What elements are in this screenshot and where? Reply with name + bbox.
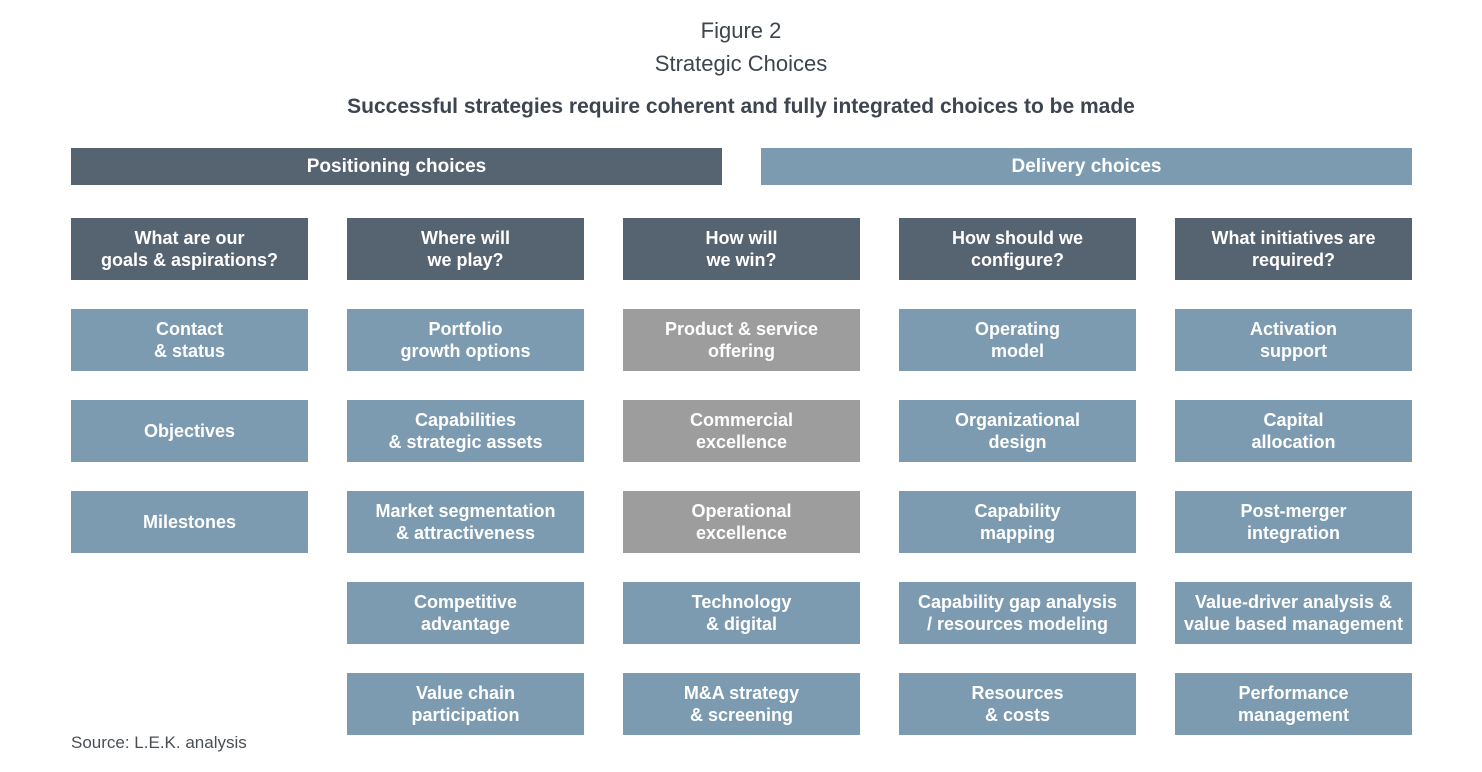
choice-box: Capital allocation	[1175, 400, 1412, 462]
choice-box: Technology & digital	[623, 582, 860, 644]
choice-box: Contact & status	[71, 309, 308, 371]
choice-box: Post-merger integration	[1175, 491, 1412, 553]
choice-box: Performance management	[1175, 673, 1412, 735]
choice-box: Value-driver analysis & value based mana…	[1175, 582, 1412, 644]
choice-box: Commercial excellence	[623, 400, 860, 462]
choice-box: Portfolio growth options	[347, 309, 584, 371]
column-header: How should we configure?	[899, 218, 1136, 280]
choice-box: Market segmentation & attractiveness	[347, 491, 584, 553]
source-note: Source: L.E.K. analysis	[71, 733, 247, 752]
column-header: How will we win?	[623, 218, 860, 280]
figure-label: Figure 2	[700, 18, 782, 43]
choice-box: Milestones	[71, 491, 308, 553]
column-header: Where will we play?	[347, 218, 584, 280]
choice-box: Capabilities & strategic assets	[347, 400, 584, 462]
choice-box: Value chain participation	[347, 673, 584, 735]
positioning-choices-banner: Positioning choices	[71, 148, 722, 185]
choice-box: Capability gap analysis / resources mode…	[899, 582, 1136, 644]
choice-box: Objectives	[71, 400, 308, 462]
delivery-choices-banner: Delivery choices	[761, 148, 1412, 185]
figure-subtitle: Successful strategies require coherent a…	[347, 95, 1135, 118]
choice-box: Operating model	[899, 309, 1136, 371]
choice-box: M&A strategy & screening	[623, 673, 860, 735]
column-header: What are our goals & aspirations?	[71, 218, 308, 280]
figure-title: Strategic Choices	[654, 51, 828, 76]
choice-box: Resources & costs	[899, 673, 1136, 735]
choice-box: Operational excellence	[623, 491, 860, 553]
choice-box: Product & service offering	[623, 309, 860, 371]
choice-box: Capability mapping	[899, 491, 1136, 553]
choice-box: Competitive advantage	[347, 582, 584, 644]
column-header: What initiatives are required?	[1175, 218, 1412, 280]
choice-box: Activation support	[1175, 309, 1412, 371]
choice-box: Organizational design	[899, 400, 1136, 462]
